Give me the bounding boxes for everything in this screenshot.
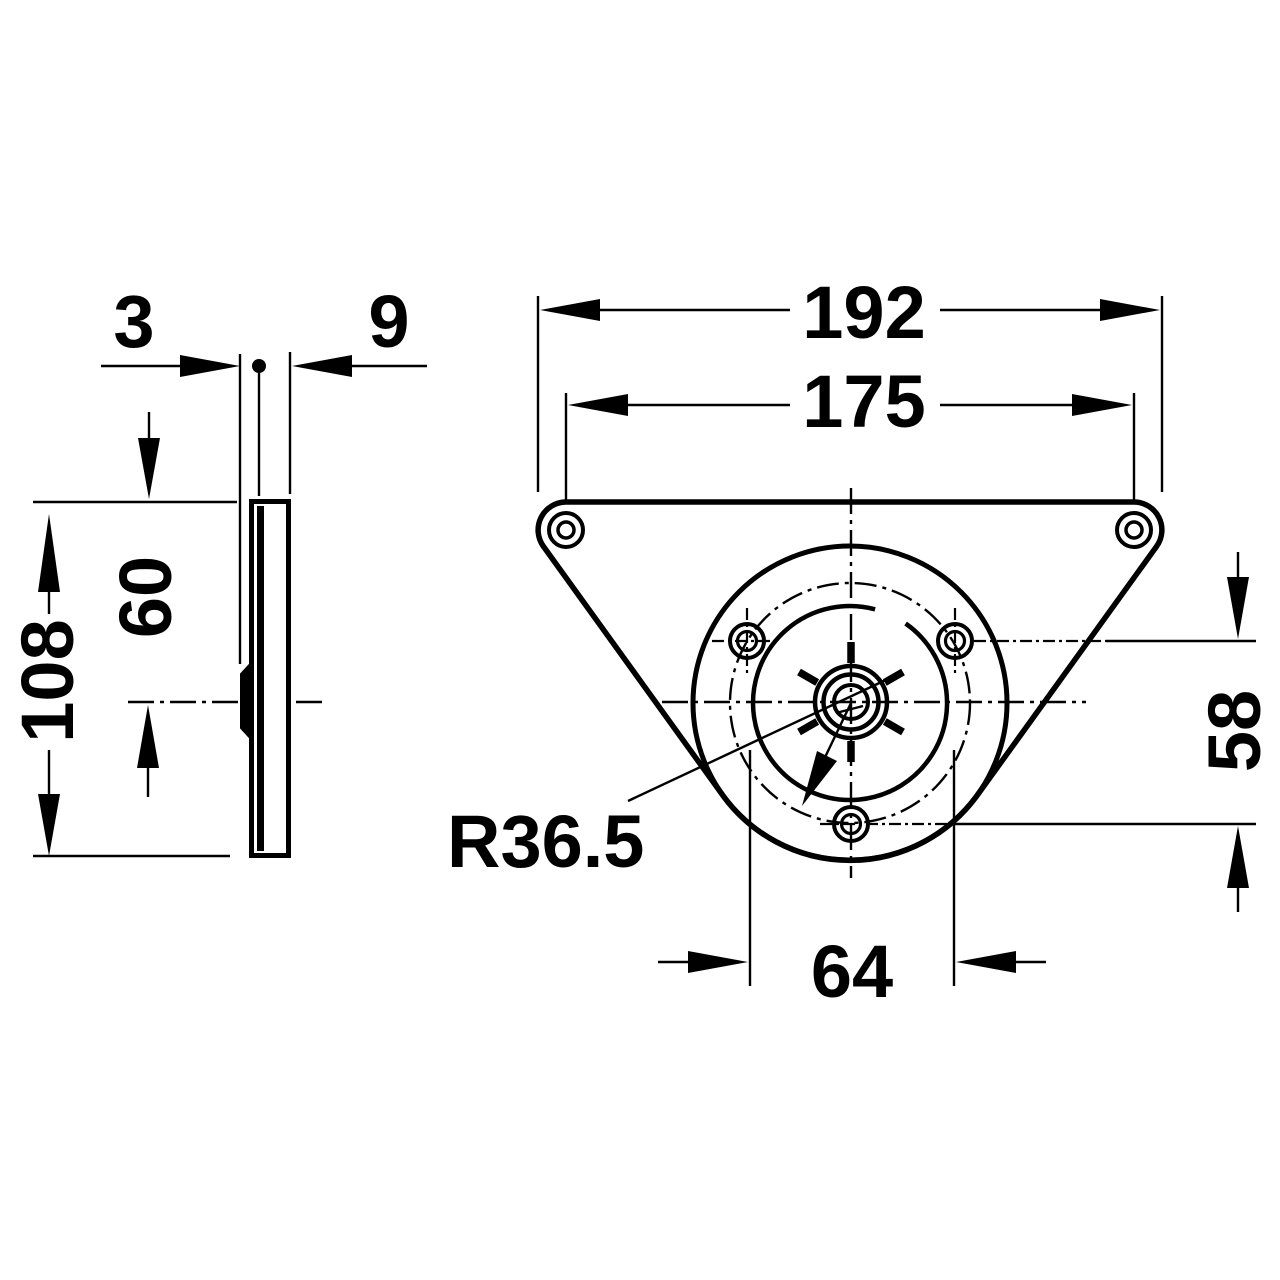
arrowhead-down [1227,577,1249,639]
bolt-hole-right [936,608,974,674]
plate-profile [240,499,291,858]
hole-inner [1124,520,1144,540]
hole-outer [547,511,585,549]
thread-indicator [835,704,864,715]
dim-9-label: 9 [368,280,409,363]
hub-protrusion-section [240,659,253,743]
boss-inner-circle [750,603,950,803]
dim-lower-hole-spacing: 64 [658,750,1046,1013]
arrowhead-left [292,355,352,377]
hub-middle-ring [821,672,881,732]
arrowhead-up [38,514,60,592]
bolt-hole-left [712,608,780,674]
corner-hole-top-left [547,511,585,549]
dim-r36-5-label: R36.5 [447,800,644,883]
arrowhead-right [688,951,748,973]
hole-outer [1115,511,1153,549]
dim-plate-thickness: 3 [101,280,266,664]
dim-192-label: 192 [802,271,925,354]
arrowhead-down [138,438,160,499]
hole-inner [556,520,576,540]
central-hub [797,642,905,762]
arrowhead-right [1072,394,1132,416]
dim-175-label: 175 [802,360,925,443]
dim-overall-height: 108 [6,514,89,856]
dim-64-label: 64 [811,930,893,1013]
dim-overall-width: 192 [536,271,1164,492]
arrowhead-right [180,355,240,377]
dim-top-hole-spacing: 175 [564,360,1136,511]
dim-60-label: 60 [104,556,187,638]
side-view: 3 9 60 108 [6,280,427,858]
arrowhead-left [568,394,628,416]
dim-108-label: 108 [6,619,89,742]
arrowhead-up [1227,826,1249,888]
dim-total-thickness: 9 [288,280,427,494]
front-view: 192 175 R36.5 [447,271,1276,1013]
dim-3-label: 3 [113,280,154,363]
dim-58-label: 58 [1193,690,1276,772]
reference-dot [252,359,266,373]
arrowhead-up [137,705,159,768]
hub-outer-ring [812,663,890,741]
corner-hole-top-right [1115,511,1153,549]
dim-top-to-center: 60 [104,412,187,797]
hub-center-hole [832,683,870,721]
arrowhead-left [540,299,600,321]
hub-spokes [797,642,905,762]
arrowhead-right [1100,299,1160,321]
dim-hole-vertical-offset: 58 [820,552,1276,912]
arrowhead-left [956,951,1016,973]
arrowhead-down [38,794,60,856]
